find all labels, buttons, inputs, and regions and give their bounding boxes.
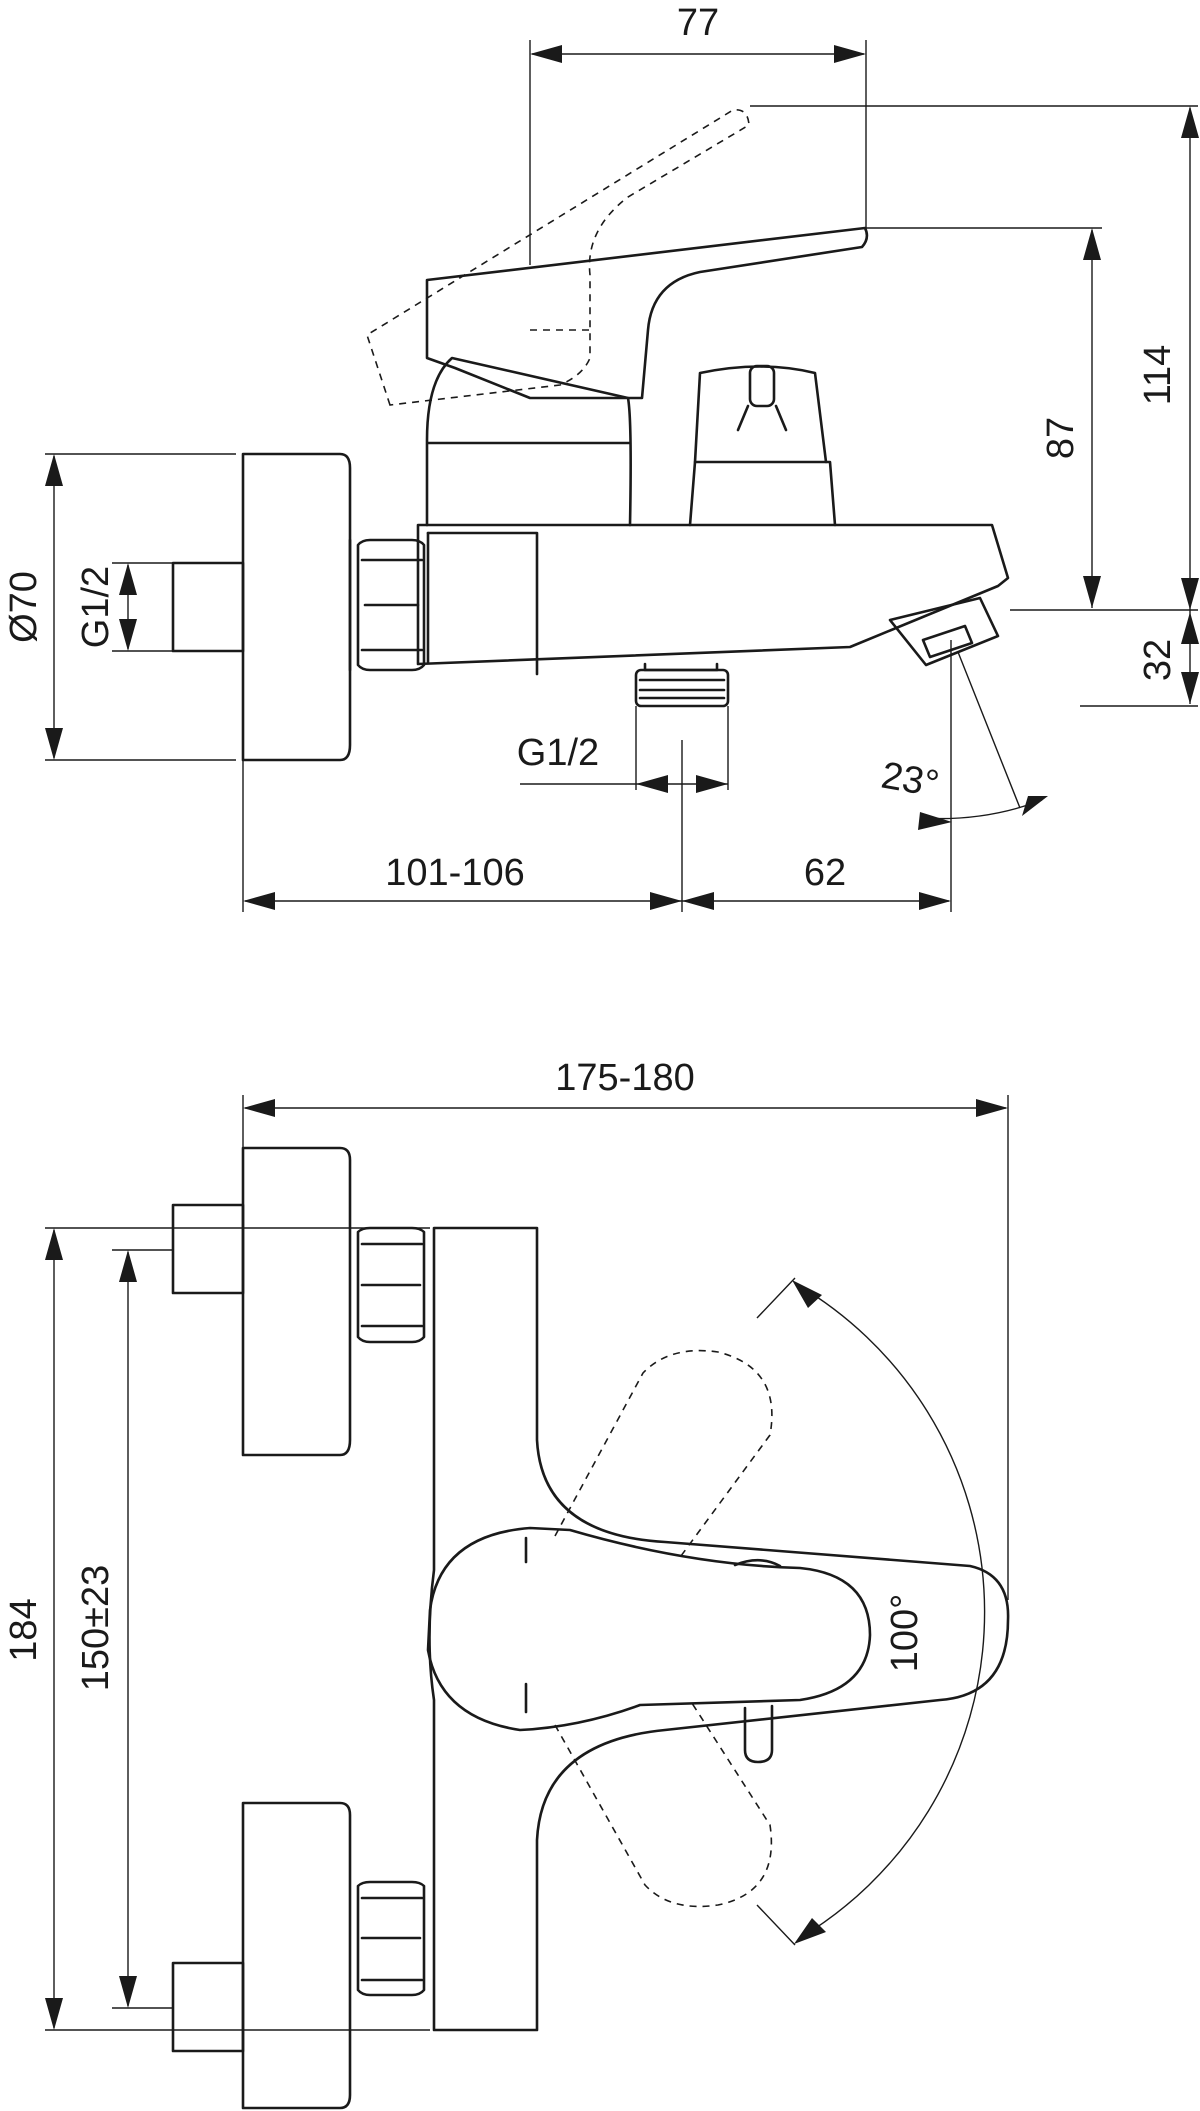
dim-inlet-spacing-label: 150±23 bbox=[75, 1565, 117, 1692]
dim-outlet-thread-label: G1/2 bbox=[517, 732, 599, 774]
dim-lever-rotation: 100° bbox=[756, 1277, 986, 1946]
side-outlet-connector bbox=[634, 662, 730, 708]
dim-rosette-diameter: Ø70 bbox=[3, 453, 236, 761]
dim-outlet-height: 32 bbox=[1137, 612, 1199, 704]
dim-outlet-to-spout-label: 62 bbox=[804, 852, 846, 894]
side-lever bbox=[425, 226, 869, 527]
side-hex-nut bbox=[356, 538, 426, 672]
side-mixer-body bbox=[416, 523, 1010, 676]
side-lever-raised bbox=[366, 108, 750, 406]
top-mixer-body bbox=[428, 1226, 1010, 2032]
top-lever bbox=[426, 1526, 872, 1764]
dim-inlet-thread: G1/2 bbox=[75, 562, 172, 652]
dim-spout-angle: 23° bbox=[878, 640, 1048, 910]
dim-lever-reach-label: 77 bbox=[677, 2, 719, 44]
dim-spout-height-label: 87 bbox=[1040, 417, 1082, 459]
dim-total-width: 184 bbox=[3, 1227, 430, 2031]
dim-outlet-thread: G1/2 bbox=[517, 706, 729, 793]
top-rosette-lower bbox=[171, 1801, 426, 2110]
dim-inlet-spacing: 150±23 bbox=[75, 1249, 172, 2009]
dim-lever-reach: 77 bbox=[529, 2, 867, 265]
dim-total-width-label: 184 bbox=[3, 1598, 45, 1661]
top-rosette-upper bbox=[171, 1146, 426, 1457]
dim-wall-to-outlet-label: 101-106 bbox=[385, 852, 524, 894]
dim-lever-rotation-label: 100° bbox=[884, 1594, 926, 1673]
side-diverter-knob bbox=[688, 364, 837, 527]
top-lever-rotated bbox=[554, 1349, 773, 1908]
dim-horizontal-chain: 101-106 62 bbox=[242, 740, 952, 912]
dim-total-depth: 175-180 bbox=[242, 1057, 1009, 1600]
dim-rosette-diameter-label: Ø70 bbox=[3, 571, 45, 643]
dim-top-height-label: 114 bbox=[1137, 345, 1179, 406]
side-view: 77 114 87 32 Ø70 bbox=[3, 2, 1199, 912]
dim-inlet-thread-label: G1/2 bbox=[75, 566, 117, 648]
dim-spout-height: 87 bbox=[866, 227, 1102, 608]
dim-spout-angle-label: 23° bbox=[878, 755, 942, 806]
side-wall-rosette bbox=[171, 452, 352, 762]
dim-total-depth-label: 175-180 bbox=[555, 1057, 694, 1099]
top-view: 175-180 184 150±23 100° bbox=[3, 1057, 1010, 2110]
dim-outlet-height-label: 32 bbox=[1137, 639, 1179, 681]
dim-top-height: 114 bbox=[750, 105, 1199, 707]
